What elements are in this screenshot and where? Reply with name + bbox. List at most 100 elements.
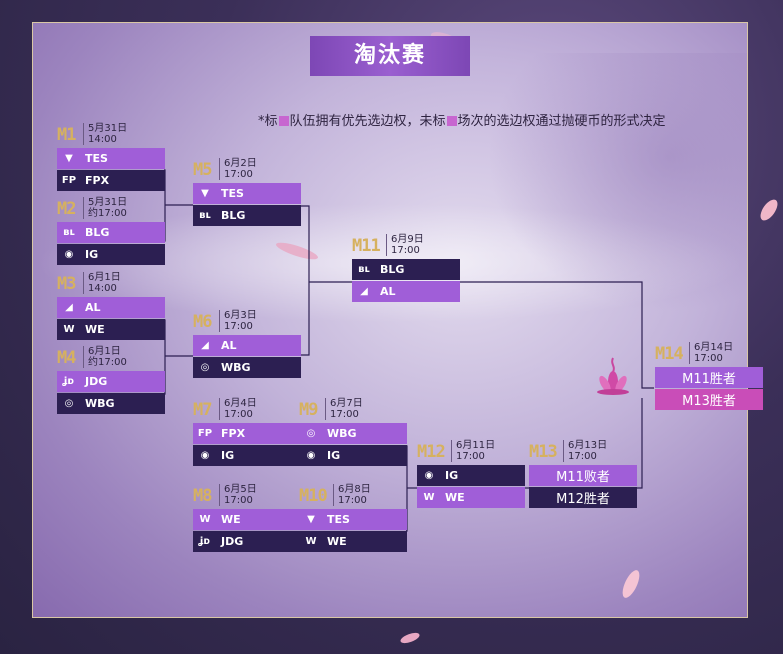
team-row-wbg[interactable]: ◎ WBG: [193, 357, 301, 378]
priority-marker-icon: [446, 116, 457, 126]
team-row-tes[interactable]: ▼TES: [57, 148, 165, 169]
note-prefix: *标: [258, 114, 278, 129]
match-day: 6月13日: [568, 440, 608, 451]
match-time: 14:00: [88, 134, 117, 145]
al-icon: ◢: [65, 302, 73, 313]
team-row-ig[interactable]: ◉IG: [417, 465, 525, 486]
match-date-m4: 6月1日约17:00: [83, 346, 127, 368]
blg-icon: ʙʟ: [358, 264, 370, 275]
match-time: 约17:00: [88, 208, 127, 219]
team-row-ig[interactable]: ◉IG: [57, 244, 165, 265]
team-row-al[interactable]: ◢ AL: [57, 297, 165, 318]
match-day: 6月3日: [224, 310, 257, 321]
we-icon: W: [199, 514, 211, 525]
team-name: FPX: [85, 174, 110, 187]
match-label-m2: M2: [57, 199, 77, 219]
match-label-m7: M7: [193, 400, 213, 420]
team-name: IG: [445, 469, 459, 482]
match-time: 14:00: [88, 283, 117, 294]
blg-icon: ʙʟ: [199, 210, 211, 221]
team-row-wbg[interactable]: ◎ WBG: [57, 393, 165, 414]
match-day: 6月2日: [224, 158, 257, 169]
match-label-m6: M6: [193, 312, 213, 332]
team-row-jdg[interactable]: ʝᴅ JDG: [57, 371, 165, 392]
team-name: AL: [85, 301, 101, 314]
team-name: AL: [221, 339, 237, 352]
fpx-icon: FP: [61, 175, 77, 186]
match-day: 6月7日: [330, 398, 363, 409]
team-row-we[interactable]: W WE: [57, 319, 165, 340]
bracket-slot[interactable]: M11败者: [529, 465, 637, 486]
match-time: 17:00: [391, 245, 420, 256]
match-time: 17:00: [224, 409, 253, 420]
team-name: JDG: [85, 375, 108, 388]
match-label-m1: M1: [57, 125, 77, 145]
bracket-slot[interactable]: M13胜者: [655, 389, 763, 410]
match-label-m9: M9: [299, 400, 319, 420]
match-label-m10: M10: [299, 486, 328, 506]
match-time: 17:00: [330, 409, 359, 420]
match-label-m12: M12: [417, 442, 446, 462]
match-time: 17:00: [568, 451, 597, 462]
mountain-decoration: [487, 53, 747, 313]
team-name: TES: [327, 513, 350, 526]
team-row-wbg[interactable]: ◎WBG: [299, 423, 407, 444]
match-day: 6月1日: [88, 346, 121, 357]
team-row-al[interactable]: ◢AL: [193, 335, 301, 356]
match-label-m13: M13: [529, 442, 558, 462]
team-name: WBG: [221, 361, 251, 374]
match-label-m3: M3: [57, 274, 77, 294]
blg-icon: ʙʟ: [63, 227, 75, 238]
match-day: 5月31日: [88, 123, 128, 134]
team-row-ig[interactable]: ◉IG: [299, 445, 407, 466]
note-suffix: 场次的选边权通过抛硬币的形式决定: [457, 114, 666, 129]
team-name: WBG: [85, 397, 115, 410]
team-name: WE: [85, 323, 105, 336]
we-icon: W: [63, 324, 75, 335]
team-row-tes[interactable]: ▼TES: [193, 183, 301, 204]
team-name: JDG: [221, 535, 244, 548]
wbg-icon: ◎: [200, 362, 210, 373]
jdg-icon: ʝᴅ: [199, 536, 211, 547]
jdg-icon: ʝᴅ: [63, 376, 75, 387]
match-time: 17:00: [224, 169, 253, 180]
team-row-jdg[interactable]: ʝᴅ JDG: [193, 531, 301, 552]
bracket-slot[interactable]: M11胜者: [655, 367, 763, 388]
match-day: 5月31日: [88, 197, 128, 208]
lotus-icon: [597, 357, 629, 395]
team-row-ig[interactable]: ◉ IG: [193, 445, 301, 466]
match-day: 6月14日: [694, 342, 734, 353]
match-time: 约17:00: [88, 357, 127, 368]
team-row-fpx[interactable]: FP FPX: [57, 170, 165, 191]
ig-icon: ◉: [64, 249, 74, 260]
bracket-slot[interactable]: M12胜者: [529, 487, 637, 508]
bracket-panel: [32, 22, 748, 618]
petal-icon: [400, 632, 420, 644]
ig-icon: ◉: [200, 450, 210, 461]
team-name: IG: [327, 449, 341, 462]
selection-note: *标队伍拥有优先选边权，未标场次的选边权通过抛硬币的形式决定: [258, 110, 666, 129]
match-time: 17:00: [694, 353, 723, 364]
wbg-icon: ◎: [64, 398, 74, 409]
team-name: IG: [221, 449, 235, 462]
team-row-tes[interactable]: ▼TES: [299, 509, 407, 530]
page-title: 淘汰赛: [310, 36, 470, 76]
team-row-blg[interactable]: ʙʟ BLG: [352, 259, 460, 280]
team-row-al[interactable]: ◢AL: [352, 281, 460, 302]
we-icon: W: [305, 536, 317, 547]
match-label-m4: M4: [57, 348, 77, 368]
team-name: BLG: [380, 263, 405, 276]
